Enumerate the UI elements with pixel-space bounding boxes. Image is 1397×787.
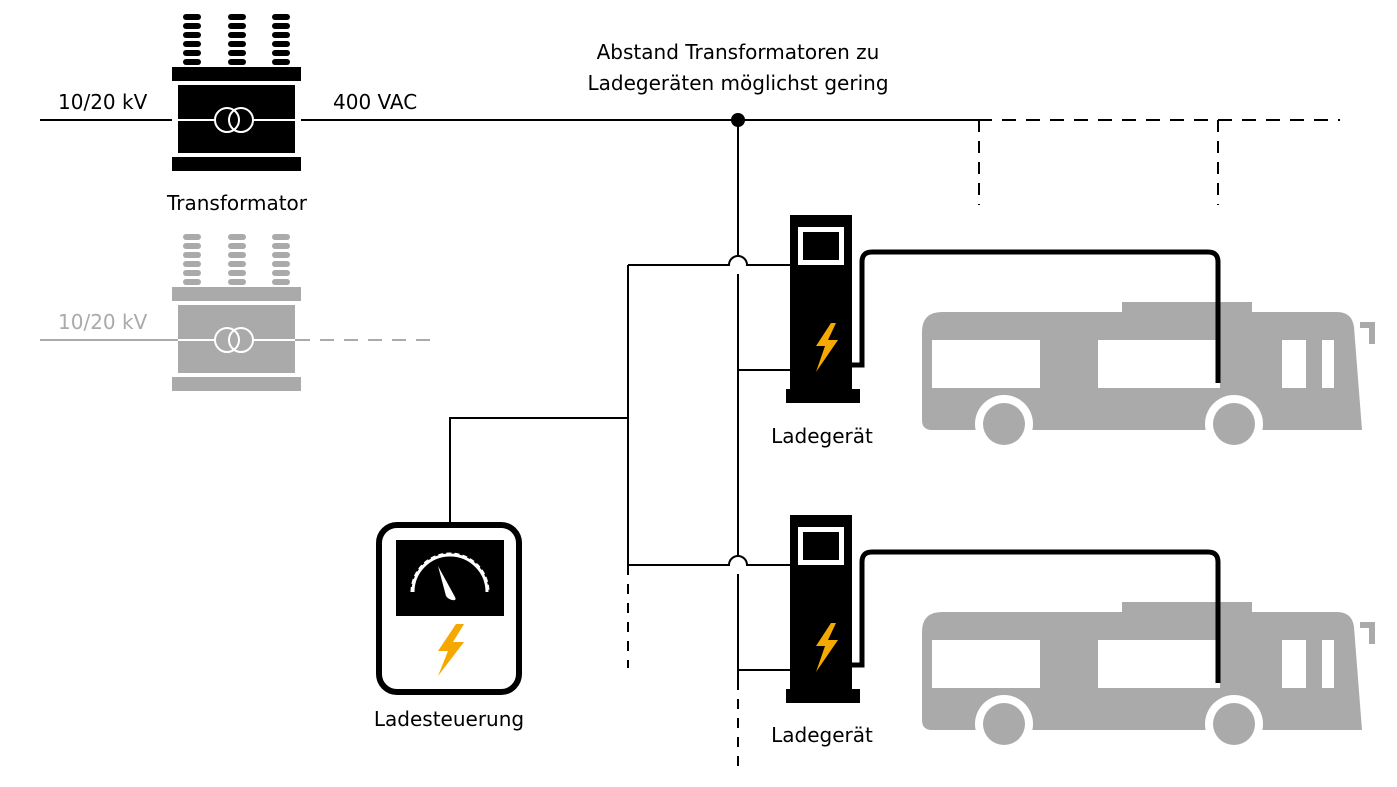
control-line-top [628,255,792,266]
charger-bottom-label: Ladegerät [771,723,873,747]
transformer-icon [172,14,301,171]
gauge-meter-icon [376,522,522,695]
output-voltage-label: 400 VAC [333,90,417,114]
electric-bus-icon-top [922,302,1375,453]
controller-link [449,417,628,525]
charger-top-label: Ladegerät [771,424,873,448]
charging-cable-bottom [852,549,1221,683]
control-line-bottom [628,555,792,566]
input-voltage-label: 10/20 kV [58,90,148,114]
charging-station-icon-top [786,215,860,403]
transformer-label: Transformator [166,191,308,215]
charging-cable-top [852,249,1221,383]
lightning-bolt-icon [438,624,464,676]
second-input-voltage-label: 10/20 kV [58,310,148,334]
charging-station-icon-bottom [786,515,860,703]
distance-note-line2: Ladegeräten möglichst gering [587,71,888,95]
charge-controller-label: Ladesteuerung [374,707,524,731]
second-transformer-icon [172,234,301,391]
distance-note-line1: Abstand Transformatoren zu [597,40,880,64]
electric-bus-icon-bottom [922,602,1375,753]
